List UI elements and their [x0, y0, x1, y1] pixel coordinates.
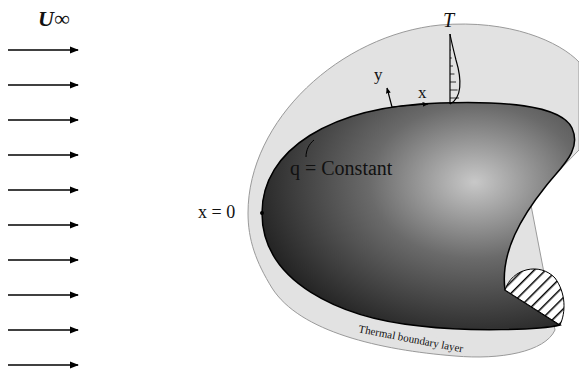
y-axis-arrow: [387, 88, 392, 107]
origin-label: x = 0: [198, 203, 235, 221]
flow-arrow: [8, 259, 78, 260]
flow-arrow: [8, 294, 78, 295]
temperature-profile: [450, 34, 460, 104]
profile-tick: [450, 50, 452, 51]
profile-tick: [450, 66, 453, 67]
freestream-arrows: [8, 50, 78, 365]
flow-arrow: [8, 189, 78, 190]
x-axis-arrow: [392, 104, 428, 107]
flow-arrow: [8, 224, 78, 225]
temperature-label: T: [443, 10, 454, 30]
profile-tick: [450, 58, 452, 59]
body: [262, 102, 575, 329]
profile-tick: [450, 98, 459, 99]
cut-section-hatch: [505, 269, 564, 325]
profile-tick: [450, 90, 458, 91]
flow-arrow: [8, 84, 78, 85]
thermal-boundary-layer: [248, 24, 579, 357]
flow-arrow: [8, 364, 78, 365]
profile-tick: [450, 82, 456, 83]
flow-arrow: [8, 119, 78, 120]
flow-arrow: [8, 154, 78, 155]
axis-label: y: [374, 66, 383, 83]
stagnation-point: [260, 211, 264, 215]
profile-tick: [450, 74, 454, 75]
flow-arrow: [8, 49, 78, 50]
axis-label: x: [418, 84, 427, 101]
flow-arrow: [8, 329, 78, 330]
leader-line: [306, 140, 314, 157]
flux-label: q = Constant: [290, 158, 392, 178]
velocity-label: U∞: [38, 8, 70, 30]
